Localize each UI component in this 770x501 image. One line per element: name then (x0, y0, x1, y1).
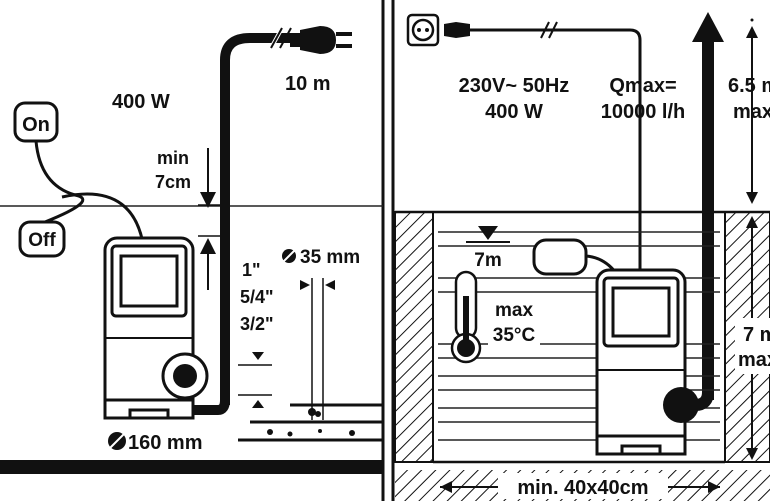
voltage-label: 230V~ 50Hz (459, 75, 570, 97)
right-panel: 230V~ 50Hz 400 W Qmax= 10000 l/h 6.5 m m… (394, 12, 770, 501)
hose-size-1: 1" (242, 260, 261, 280)
qmax-value: 10000 l/h (601, 101, 686, 123)
qmax-label: Qmax= (609, 75, 676, 97)
power-label: 400 W (112, 91, 170, 113)
power-cord (220, 33, 290, 405)
thermometer-icon (450, 270, 482, 364)
switch-cable (34, 140, 85, 224)
lift-height-label: 6.5 m (728, 75, 770, 97)
lift-height-max: max (733, 101, 770, 123)
pump-icon (103, 236, 209, 420)
plug-icon (444, 22, 470, 38)
temp-value: 35°C (493, 325, 536, 346)
min-label: min (157, 148, 189, 168)
right-power-label: 400 W (485, 101, 543, 123)
on-label-box: On (13, 101, 59, 143)
plug-icon (290, 26, 352, 54)
pump-icon-submerged (595, 268, 699, 456)
particle-size-label: 35 mm (300, 247, 360, 268)
hose-size-3: 3/2" (240, 314, 274, 334)
immersion-depth-label: 7 m (743, 324, 770, 346)
depth-label: 7m (474, 250, 501, 271)
discharge-arrow (692, 12, 724, 42)
diameter-icon (279, 246, 299, 266)
temp-max-label: max (495, 300, 533, 321)
left-panel: On Off 400 W 10 m min 7cm (0, 0, 395, 501)
min-pit-label: min. 40x40cm (517, 477, 648, 499)
off-label: Off (28, 230, 56, 251)
floor-bar (0, 460, 383, 474)
cable-length-label: 10 m (285, 73, 331, 95)
immersion-max-label: max (738, 349, 770, 371)
base-diameter-icon (105, 429, 129, 453)
pit-wall-left (394, 211, 434, 463)
off-label-box: Off (18, 220, 66, 258)
socket-icon (406, 13, 440, 47)
on-label: On (22, 114, 50, 136)
hose-size-2: 5/4" (240, 287, 274, 307)
min-value: 7cm (155, 172, 191, 192)
base-diameter-label: 160 mm (128, 432, 203, 454)
